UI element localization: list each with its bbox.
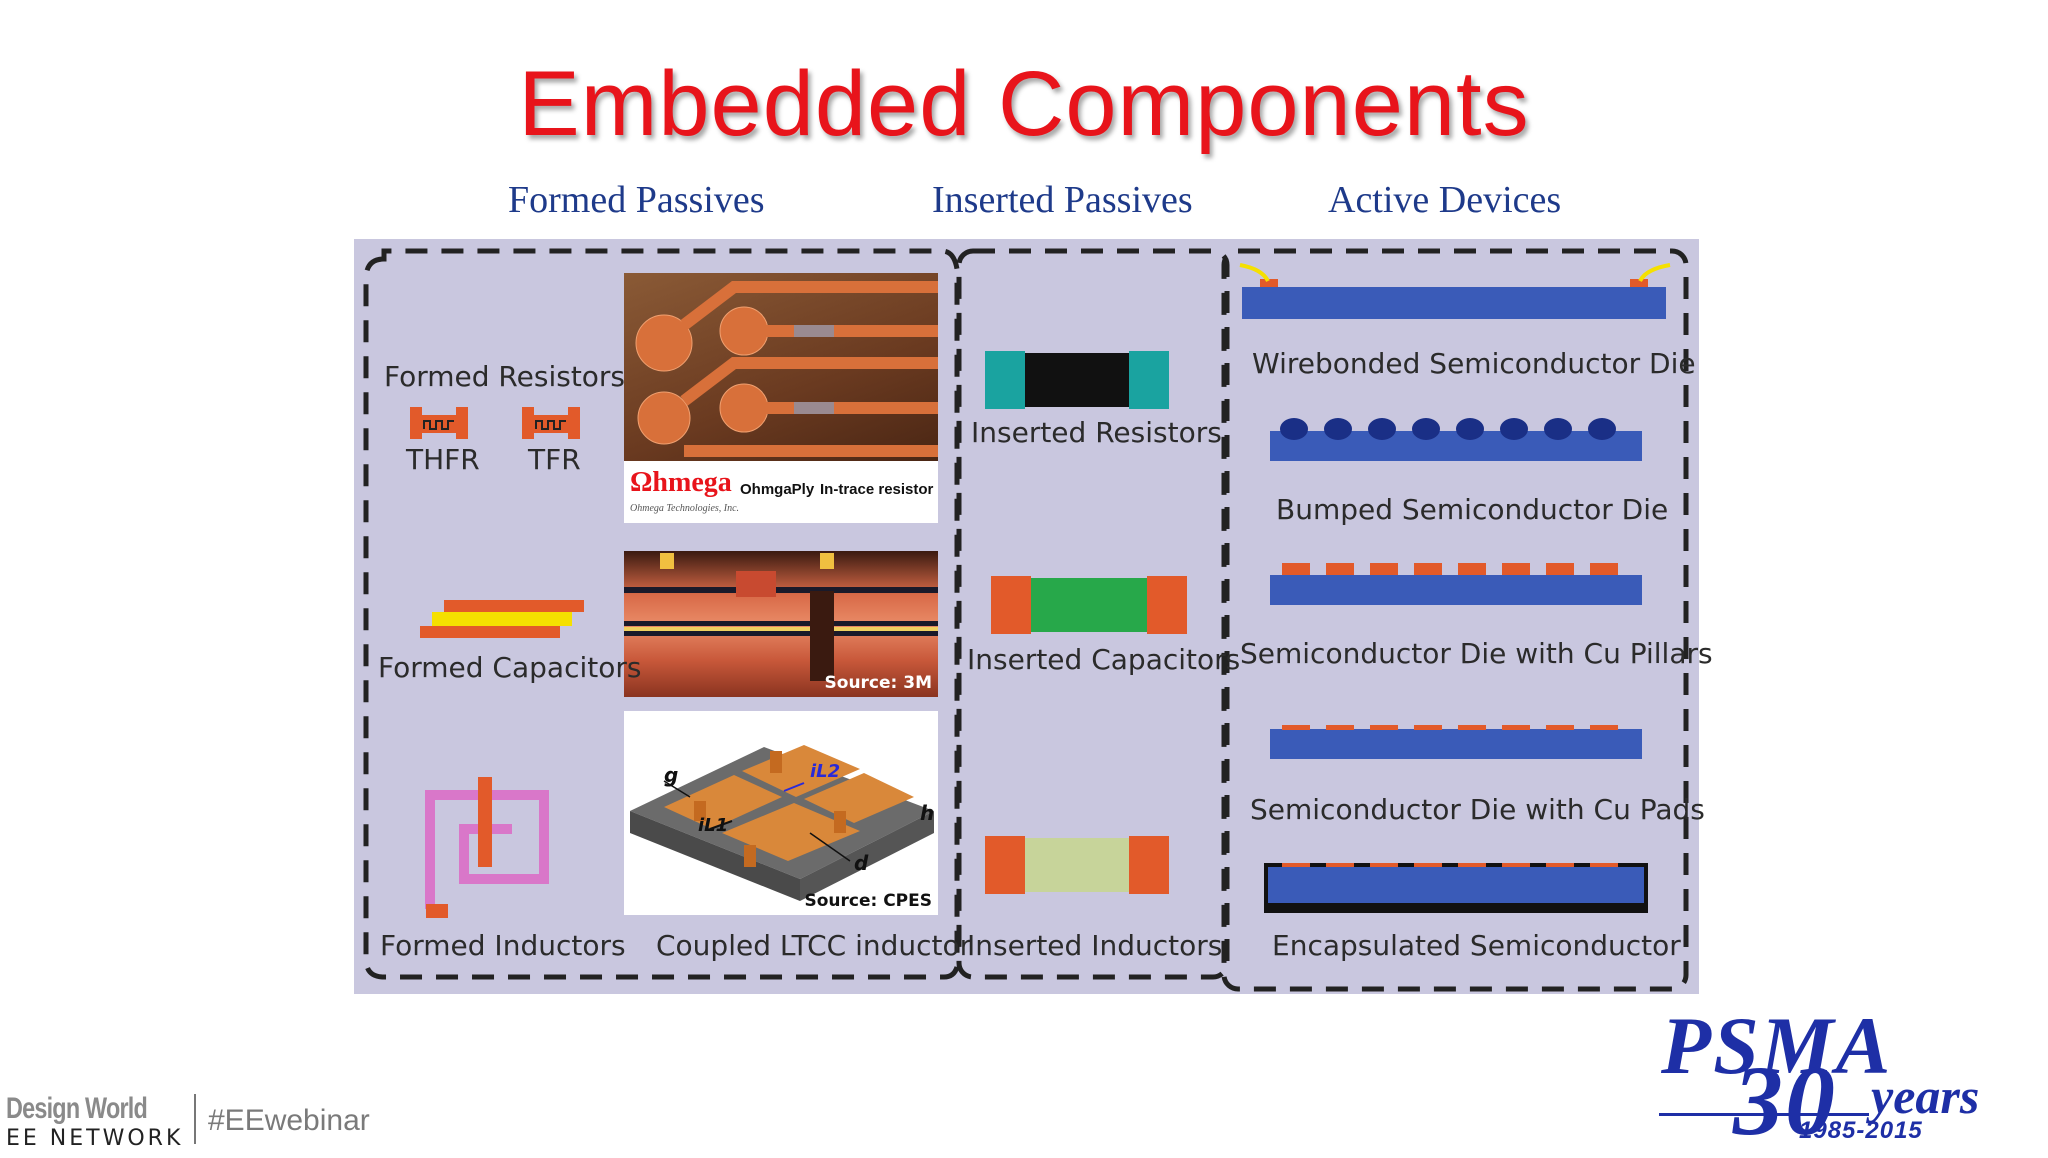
inserted-resistors-label: Inserted Resistors [971, 416, 1222, 449]
ohmega-photo [624, 273, 938, 461]
heading-active-devices: Active Devices [1328, 179, 1562, 221]
inserted-group-border [956, 248, 1230, 980]
ltcc-label: Coupled LTCC inductor [656, 929, 972, 962]
tfr-icon [522, 407, 580, 439]
tfr-label: TFR [528, 443, 581, 476]
source-3m: Source: 3M [824, 673, 932, 693]
ohmega-logo: Ωhmega [630, 467, 732, 498]
formed-resistors-label: Formed Resistors [384, 360, 626, 393]
ohmega-product: OhmgaPly [740, 481, 815, 498]
cu-pillars-label: Semiconductor Die with Cu Pillars [1240, 637, 1713, 670]
heading-inserted-passives: Inserted Passives [932, 179, 1193, 221]
bumped-die-icon [1270, 431, 1642, 461]
inserted-capacitors-label: Inserted Capacitors [967, 643, 1241, 676]
thfr-label: THFR [406, 443, 480, 476]
ltcc-d-label: d [854, 851, 869, 875]
wirebonded-label: Wirebonded Semiconductor Die [1252, 347, 1696, 380]
ohmega-caption-box: Ωhmega Ohmega Technologies, Inc. OhmgaPl… [624, 461, 938, 523]
components-panel: Ωhmega Ohmega Technologies, Inc. OhmgaPl… [354, 239, 1713, 994]
formed-capacitor-icon [420, 600, 584, 638]
heading-formed-passives: Formed Passives [508, 179, 765, 221]
hashtag: #EEwebinar [208, 1104, 370, 1137]
psma-underline [1659, 1113, 1869, 1116]
ltcc-il1-label: iL1 [698, 815, 729, 836]
wirebonded-die-icon [1239, 263, 1671, 319]
source-cpes: Source: CPES [804, 891, 932, 911]
ltcc-inductor-image: g h d iL1 iL2 Source: CPES [624, 711, 938, 915]
ohmega-description: In-trace resistor [820, 481, 934, 498]
psma-30-years-logo: PSMA 30 years 1985-2015 [1655, 1000, 2045, 1156]
ohmega-trace-art [635, 281, 938, 457]
thfr-icon [410, 407, 468, 439]
ohmega-company: Ohmega Technologies, Inc. [630, 503, 740, 514]
formed-group-border [363, 248, 960, 980]
inserted-capacitor-icon [991, 576, 1187, 634]
inductor-terminal-bottom [426, 904, 448, 918]
inserted-inductors-label: Inserted Inductors [967, 929, 1223, 962]
encapsulated-label: Encapsulated Semiconductor [1272, 929, 1681, 962]
footer-divider [194, 1094, 196, 1144]
formed-inductors-label: Formed Inductors [380, 929, 626, 962]
bumped-label: Bumped Semiconductor Die [1276, 493, 1669, 526]
capacitor-3m-photo: Source: 3M [624, 551, 938, 697]
design-world-text: Design World [6, 1092, 148, 1125]
psma-wordmark: PSMA [1661, 1000, 1893, 1091]
psma-30: 30 [1733, 1045, 1837, 1156]
psma-years: years [1871, 1068, 1980, 1124]
inserted-resistor-icon [985, 351, 1169, 409]
ltcc-g-label: g [664, 763, 679, 787]
cu-pad-die-icon [1270, 725, 1642, 759]
cu-pads-label: Semiconductor Die with Cu Pads [1250, 793, 1705, 826]
ltcc-art [630, 745, 934, 901]
bumped-die-bumps [1280, 418, 1616, 440]
formed-capacitors-label: Formed Capacitors [378, 651, 642, 684]
cu-pillar-die-icon [1270, 563, 1642, 605]
ltcc-il2-label: iL2 [810, 761, 841, 782]
ee-network-text: EE NETWORK [6, 1126, 184, 1151]
slide-title: Embedded Components [518, 53, 1530, 155]
capacitor-3m-art [624, 553, 938, 681]
active-group-border [1221, 248, 1689, 992]
ltcc-h-label: h [920, 801, 935, 825]
design-world-logo: Design World EE NETWORK [6, 1092, 187, 1151]
encapsulated-die-icon [1264, 863, 1648, 913]
psma-year-range: 1985-2015 [1799, 1117, 1923, 1144]
formed-inductor-icon [425, 790, 549, 909]
panel-graphics [363, 248, 1689, 992]
inserted-inductor-icon [985, 836, 1169, 894]
inductor-terminal-center [478, 777, 492, 867]
